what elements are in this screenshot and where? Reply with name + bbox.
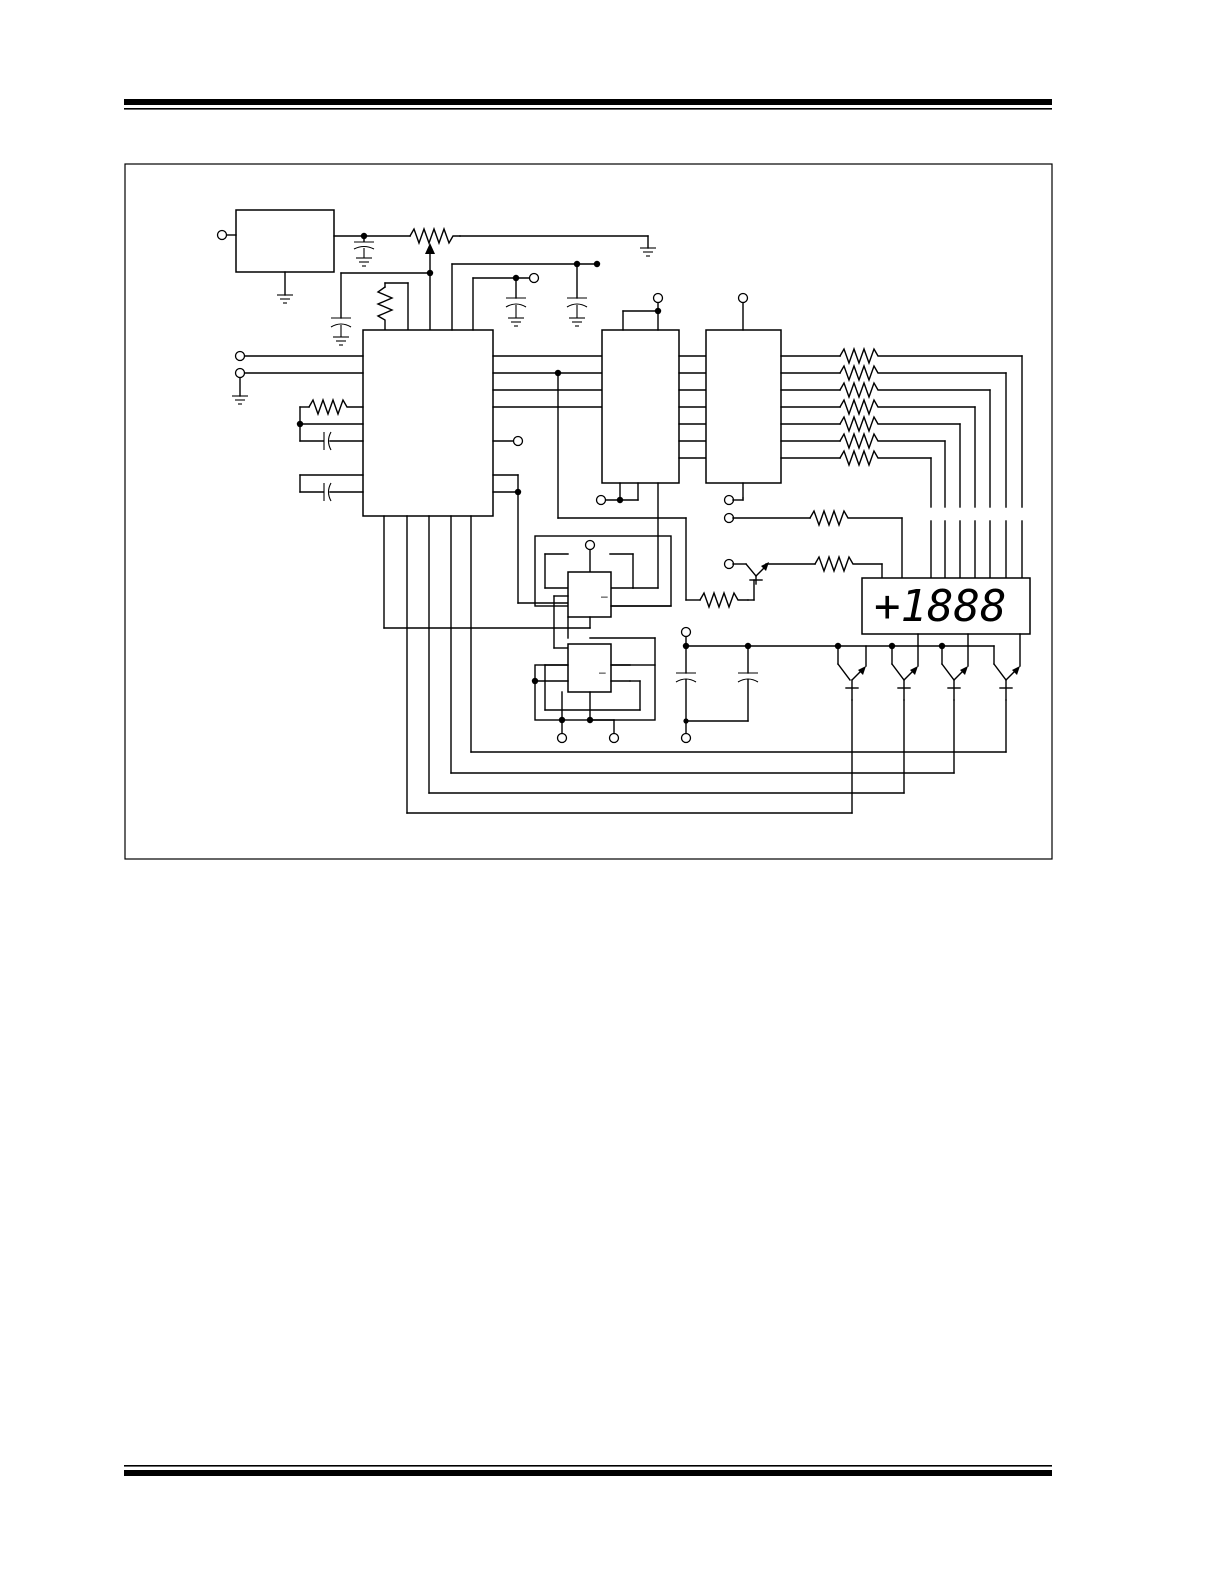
supply-terminal (584, 539, 596, 551)
display-segment-bus (930, 355, 1023, 579)
supply-terminal (652, 292, 664, 304)
input-terminal (216, 229, 228, 241)
main-controller-ic (362, 329, 494, 517)
resistor-icon (308, 397, 364, 417)
input-terminal (234, 350, 246, 362)
driver-ic-2 (705, 329, 782, 484)
capacitor-icon (505, 297, 527, 318)
capacitor-icon (566, 297, 588, 318)
digit-transistor-1 (837, 645, 867, 701)
input-terminal (723, 558, 735, 570)
input-terminal (234, 367, 246, 379)
ground-terminal (723, 494, 735, 506)
divider-ic-2 (567, 643, 612, 693)
digit-transistor-4 (993, 633, 1021, 701)
input-terminal (723, 512, 735, 524)
ground-terminal (680, 732, 692, 744)
transistor-icon (745, 562, 769, 585)
circuit-schematic: +1888 – – (216, 209, 1031, 814)
ground-terminal (556, 732, 568, 744)
output-terminal (608, 732, 620, 744)
resistor-icon (814, 554, 883, 574)
divider-mark: – (599, 665, 606, 679)
output-terminal (512, 435, 524, 447)
capacitor-icon (323, 482, 332, 502)
wiper-arrow-icon (425, 243, 435, 254)
supply-terminal (528, 272, 540, 284)
divider-mark: – (601, 589, 608, 603)
figure-frame (124, 163, 1053, 860)
potentiometer-icon (409, 226, 461, 246)
resistor-icon (809, 508, 903, 528)
header-rule (124, 99, 1052, 110)
capacitor-icon (737, 672, 759, 683)
ground-icon (569, 317, 585, 327)
capacitor-icon (353, 241, 375, 258)
resistor-icon (699, 590, 749, 610)
capacitor-icon (675, 672, 697, 683)
ground-icon (356, 257, 372, 267)
ground-icon (277, 294, 293, 304)
decoder-ic-1 (601, 329, 680, 484)
display-readout: +1888 (874, 581, 1006, 632)
ground-icon (508, 317, 524, 327)
supply-terminal (737, 292, 749, 304)
ground-icon (640, 247, 656, 257)
segment-resistor-bank (780, 346, 1023, 468)
capacitor-icon (323, 431, 332, 451)
regulator-block (235, 209, 335, 273)
supply-terminal (680, 626, 692, 638)
footer-rule (124, 1465, 1052, 1476)
ground-terminal (595, 494, 607, 506)
seven-segment-display (861, 577, 1031, 635)
digit-transistor-3 (941, 633, 969, 701)
digit-select-lines (406, 515, 1007, 814)
capacitor-icon (330, 317, 352, 337)
ground-icon (232, 395, 248, 405)
resistor-icon (376, 286, 394, 331)
ground-icon (333, 336, 349, 346)
digit-transistor-2 (891, 633, 919, 701)
